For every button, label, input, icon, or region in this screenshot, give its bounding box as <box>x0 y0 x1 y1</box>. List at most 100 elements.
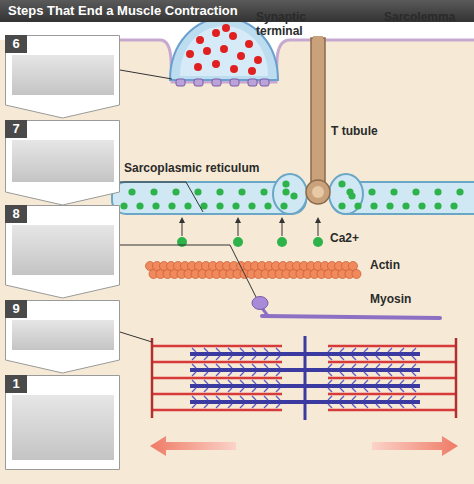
cross-bridge <box>264 364 268 368</box>
cross-bridge <box>364 372 368 376</box>
step-outline <box>6 206 120 299</box>
calcium-dot <box>280 202 287 209</box>
vesicle <box>194 63 202 71</box>
thin-filament <box>328 409 456 412</box>
calcium-dot <box>238 188 245 195</box>
receptor <box>176 79 185 86</box>
cross-bridge <box>352 396 356 400</box>
cross-bridge <box>276 364 280 368</box>
calcium-dot <box>152 202 159 209</box>
z-line <box>455 338 458 418</box>
cross-bridge <box>340 372 344 376</box>
t-tubule-end <box>306 180 330 204</box>
cross-bridge <box>364 404 368 408</box>
calcium-dot <box>390 188 397 195</box>
cross-bridge <box>216 396 220 400</box>
cross-bridge <box>240 348 244 352</box>
cross-bridge <box>192 388 196 392</box>
step-outline <box>6 36 120 119</box>
cross-bridge <box>364 380 368 384</box>
cross-bridge <box>192 364 196 368</box>
cross-bridge <box>204 380 208 384</box>
calcium-dot <box>232 202 239 209</box>
calcium-dot <box>168 202 175 209</box>
vesicle-group <box>186 24 262 75</box>
number-tab: 1 <box>5 375 27 393</box>
cross-bridge <box>192 372 196 376</box>
thin-filament <box>152 377 282 380</box>
number-tab: 8 <box>5 205 27 223</box>
z-line <box>151 338 154 418</box>
cross-bridge <box>340 348 344 352</box>
actin-bead <box>352 270 361 279</box>
cross-bridge <box>400 348 404 352</box>
number-tab: 6 <box>5 35 27 53</box>
callout-number: 6 <box>5 35 27 53</box>
cross-bridge <box>412 356 416 360</box>
number-tab: 7 <box>5 120 27 138</box>
cross-bridge <box>388 364 392 368</box>
step-outline <box>6 121 120 206</box>
cross-bridge <box>216 372 220 376</box>
cross-bridge <box>352 372 356 376</box>
calcium-arrow <box>282 220 283 236</box>
cross-bridge <box>204 356 208 360</box>
cross-bridge <box>252 380 256 384</box>
cross-bridge <box>228 372 232 376</box>
answer-blank <box>12 225 114 275</box>
calcium-arrow <box>182 220 183 236</box>
calcium-dot <box>136 202 143 209</box>
cross-bridge <box>264 388 268 392</box>
t-tubule <box>311 38 325 188</box>
part-label: Actin <box>370 258 400 272</box>
calcium-dot <box>216 202 223 209</box>
vesicle <box>196 36 204 44</box>
step-box: 9 <box>5 300 120 360</box>
cross-bridge <box>364 348 368 352</box>
cross-bridge <box>376 380 380 384</box>
thin-filament <box>328 393 456 396</box>
number-tab: 9 <box>5 300 27 318</box>
callout-number: 9 <box>5 300 27 318</box>
cross-bridge <box>340 356 344 360</box>
step-outline <box>6 376 120 470</box>
cross-bridge <box>388 388 392 392</box>
relax-arrow <box>150 436 236 456</box>
cross-bridge <box>376 372 380 376</box>
myosin-tail <box>262 316 440 318</box>
cross-bridge <box>364 356 368 360</box>
cross-bridge <box>228 364 232 368</box>
cross-bridge <box>228 396 232 400</box>
calcium-dot <box>128 188 135 195</box>
cross-bridge <box>388 404 392 408</box>
cross-bridge <box>364 388 368 392</box>
cross-bridge <box>204 372 208 376</box>
terminal-cisterna <box>329 174 363 214</box>
cross-bridge <box>412 396 416 400</box>
calcium-dot <box>172 188 179 195</box>
part-label: Ca2+ <box>330 231 359 245</box>
cross-bridge <box>328 364 332 368</box>
thin-filament <box>328 377 456 380</box>
cross-bridge <box>264 372 268 376</box>
step-box: 8 <box>5 205 120 285</box>
vesicle <box>203 47 211 55</box>
vesicle <box>186 50 194 58</box>
cross-bridge <box>376 388 380 392</box>
cross-bridge <box>192 404 196 408</box>
callout-number: 8 <box>5 205 27 223</box>
part-label: Synaptic terminal <box>256 10 320 38</box>
vesicle <box>212 29 220 37</box>
calcium-dot <box>282 188 289 195</box>
cross-bridge <box>204 364 208 368</box>
vesicle <box>229 32 237 40</box>
calcium-dot <box>402 202 409 209</box>
cross-bridge <box>216 348 220 352</box>
calcium-dot <box>338 202 345 209</box>
cross-bridge <box>328 388 332 392</box>
cross-bridge <box>192 396 196 400</box>
cross-bridge <box>252 396 256 400</box>
calcium-dot <box>282 180 289 187</box>
